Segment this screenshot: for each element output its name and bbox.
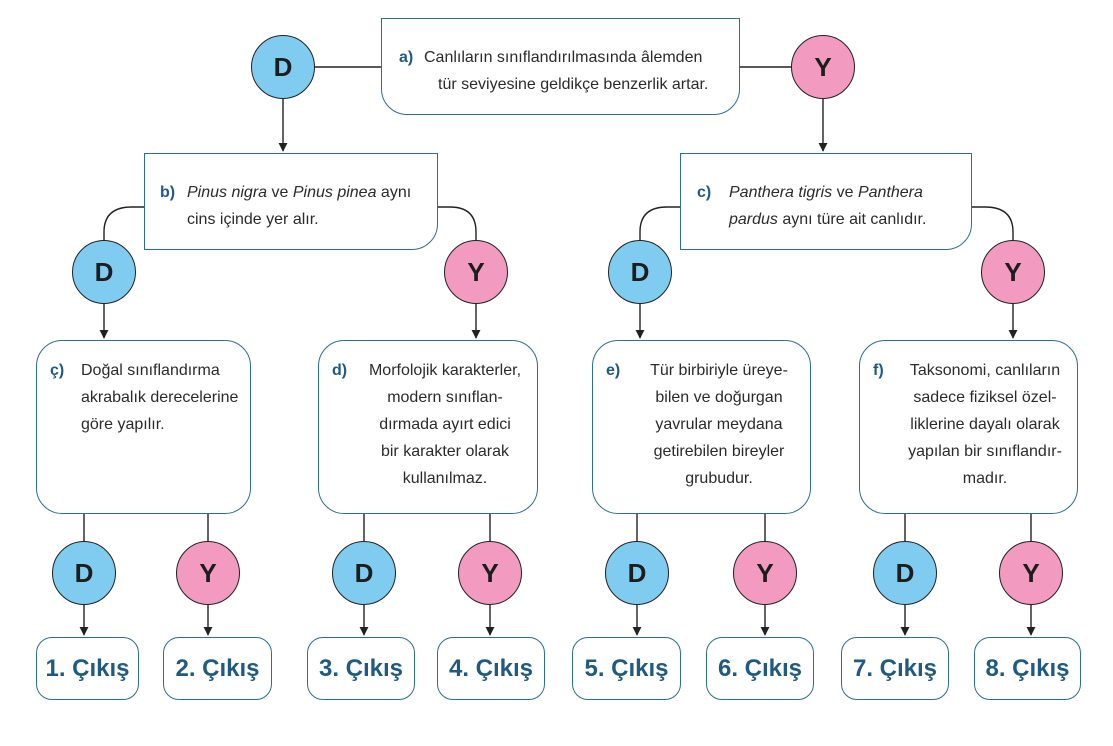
question-f-line-1: Taksonomi, canlıların (909, 362, 1061, 379)
answer-circle-y-cc: Y (176, 541, 240, 605)
answer-circle-d-f: D (873, 541, 937, 605)
question-e-text: Tür birbiriyle üreye- bilen ve doğurgan … (633, 357, 805, 492)
answer-circle-d-e: D (605, 541, 669, 605)
answer-circle-d-cc: D (52, 541, 116, 605)
question-d-line-4: bir karakter olarak (380, 443, 510, 460)
text-ve: ve (267, 184, 293, 201)
question-e-line-1: Tür birbiriyle üreye- (650, 362, 788, 379)
question-d-line-1: Morfolojik karakterler, (368, 362, 522, 379)
question-f-line-2: sadece fiziksel özel- (913, 389, 1057, 406)
species-pardus: pardus (729, 211, 778, 228)
question-cc-line-2: akrabalık derecelerine (81, 389, 239, 406)
answer-circle-y-a: Y (791, 35, 855, 99)
line-c-to-d (639, 206, 680, 240)
text-ve: ve (832, 184, 858, 201)
answer-circle-d-c: D (608, 240, 672, 304)
question-c-line-1: Panthera tigris ve Panthera (729, 179, 923, 206)
question-f-line-3: liklerine dayalı olarak (910, 416, 1060, 433)
exit-box-3: 3. Çıkış (307, 637, 415, 700)
line-c-to-y (972, 206, 1014, 240)
species-pinus-pinea: Pinus pinea (292, 184, 377, 201)
question-cc-text: Doğal sınıflandırma akrabalık dereceleri… (81, 357, 238, 438)
answer-circle-y-c: Y (981, 240, 1045, 304)
question-letter-a: a) (399, 49, 414, 66)
exit-box-7: 7. Çıkış (841, 637, 949, 700)
question-letter-d: d) (332, 362, 348, 379)
line-b-to-y (438, 206, 477, 240)
exit-box-4: 4. Çıkış (437, 637, 545, 700)
answer-circle-y-f: Y (999, 541, 1063, 605)
question-d-line-5: kullanılmaz. (402, 470, 488, 487)
question-box-a: a) Canlıların sınıflandırılmasında âlemd… (381, 18, 740, 115)
question-cc-line-3: göre yapılır. (81, 416, 165, 433)
answer-circle-d-d: D (332, 541, 396, 605)
question-f-text: Taksonomi, canlıların sadece fiziksel öz… (896, 357, 1074, 492)
question-d-text: Morfolojik karakterler, modern sınıflan-… (359, 357, 531, 492)
question-letter-c: c) (697, 184, 712, 201)
question-e-line-2: bilen ve doğurgan (655, 389, 783, 406)
question-f-line-5: madır. (962, 470, 1008, 487)
exit-box-5: 5. Çıkış (572, 637, 681, 700)
species-pinus-nigra: Pinus nigra (187, 184, 268, 201)
exit-box-8: 8. Çıkış (974, 637, 1081, 700)
question-a-line-1: Canlıların sınıflandırılmasında âlemden (424, 49, 703, 66)
exit-box-2: 2. Çıkış (163, 637, 272, 700)
question-box-c: c) Panthera tigris ve Panthera pardus ay… (680, 153, 972, 250)
question-box-cc: ç) Doğal sınıflandırma akrabalık derecel… (36, 340, 251, 514)
answer-circle-y-e: Y (733, 541, 797, 605)
question-e-line-5: grubudur. (685, 470, 753, 487)
answer-circle-d-a: D (251, 35, 315, 99)
question-e-line-3: yavrular meydana (655, 416, 783, 433)
question-letter-f: f) (873, 362, 884, 379)
question-box-f: f) Taksonomi, canlıların sadece fiziksel… (859, 340, 1078, 514)
question-cc-line-1: Doğal sınıflandırma (81, 362, 220, 379)
question-c-line-2: pardus aynı türe ait canlıdır. (729, 206, 926, 233)
question-b-line-1: Pinus nigra ve Pinus pinea aynı (187, 179, 411, 206)
question-a-line-2: tür seviyesine geldikçe benzerlik artar. (438, 76, 709, 93)
question-f-line-4: yapılan bir sınıflandır- (908, 443, 1062, 460)
text-ayni: aynı (376, 184, 412, 201)
question-box-d: d) Morfolojik karakterler, modern sınıfl… (318, 340, 538, 514)
question-d-line-2: modern sınıflan- (387, 389, 503, 406)
question-letter-cc: ç) (50, 362, 65, 379)
exit-box-6: 6. Çıkış (706, 637, 814, 700)
question-e-line-4: getirebilen bireyler (653, 443, 785, 460)
question-box-e: e) Tür birbiriyle üreye- bilen ve doğurg… (592, 340, 811, 514)
exit-box-1: 1. Çıkış (36, 637, 139, 700)
answer-circle-y-b: Y (444, 240, 508, 304)
question-d-line-3: dırmada ayırt edici (379, 416, 511, 433)
text-ayni-ture: aynı türe ait canlıdır. (777, 211, 927, 228)
question-box-b: b) Pinus nigra ve Pinus pinea aynı cins … (144, 153, 438, 250)
line-b-to-d (103, 206, 144, 240)
question-b-line-2: cins içinde yer alır. (187, 211, 319, 228)
answer-circle-y-d: Y (458, 541, 522, 605)
genus-panthera: Panthera (857, 184, 923, 201)
species-panthera-tigris: Panthera tigris (729, 184, 833, 201)
answer-circle-d-b: D (72, 240, 136, 304)
question-letter-e: e) (606, 362, 621, 379)
question-letter-b: b) (160, 184, 176, 201)
